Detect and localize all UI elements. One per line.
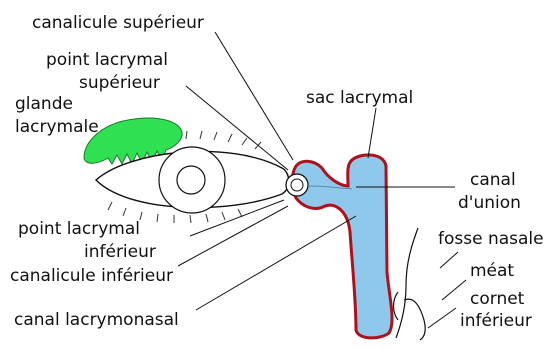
label-meat: méat <box>470 261 514 281</box>
label-cornet-line1: cornet <box>470 289 525 309</box>
pupil <box>177 166 205 194</box>
label-point-lacrymal-inferieur-line1: point lacrymal <box>18 219 140 239</box>
label-canal-union-line1: canal <box>470 170 516 190</box>
label-canal-lacrymonasal: canal lacrymonasal <box>14 310 179 330</box>
label-canalicule-inferieur: canalicule inférieur <box>10 266 173 286</box>
cornet-outline <box>404 299 425 340</box>
fosse-nasale-wall <box>396 228 418 338</box>
nasal-structures <box>394 228 426 340</box>
label-point-lacrymal-superieur-line1: point lacrymal <box>46 50 168 70</box>
label-point-lacrymal-inferieur-line2: inférieur <box>84 242 156 262</box>
label-point-lacrymal-superieur-line2: supérieur <box>79 73 160 93</box>
meat-line <box>394 292 399 320</box>
label-canal-union-line2: d'union <box>458 193 521 213</box>
lacrimal-drainage-system <box>286 155 392 338</box>
label-cornet-line2: inférieur <box>460 311 532 331</box>
label-glande-line1: glande <box>15 94 73 114</box>
label-glande-line2: lacrymale <box>15 117 99 137</box>
label-sac-lacrymal: sac lacrymal <box>306 88 413 108</box>
label-canalicule-superieur: canalicule supérieur <box>32 13 204 33</box>
label-fosse-nasale: fosse nasale <box>438 229 544 249</box>
caruncle <box>291 179 303 191</box>
